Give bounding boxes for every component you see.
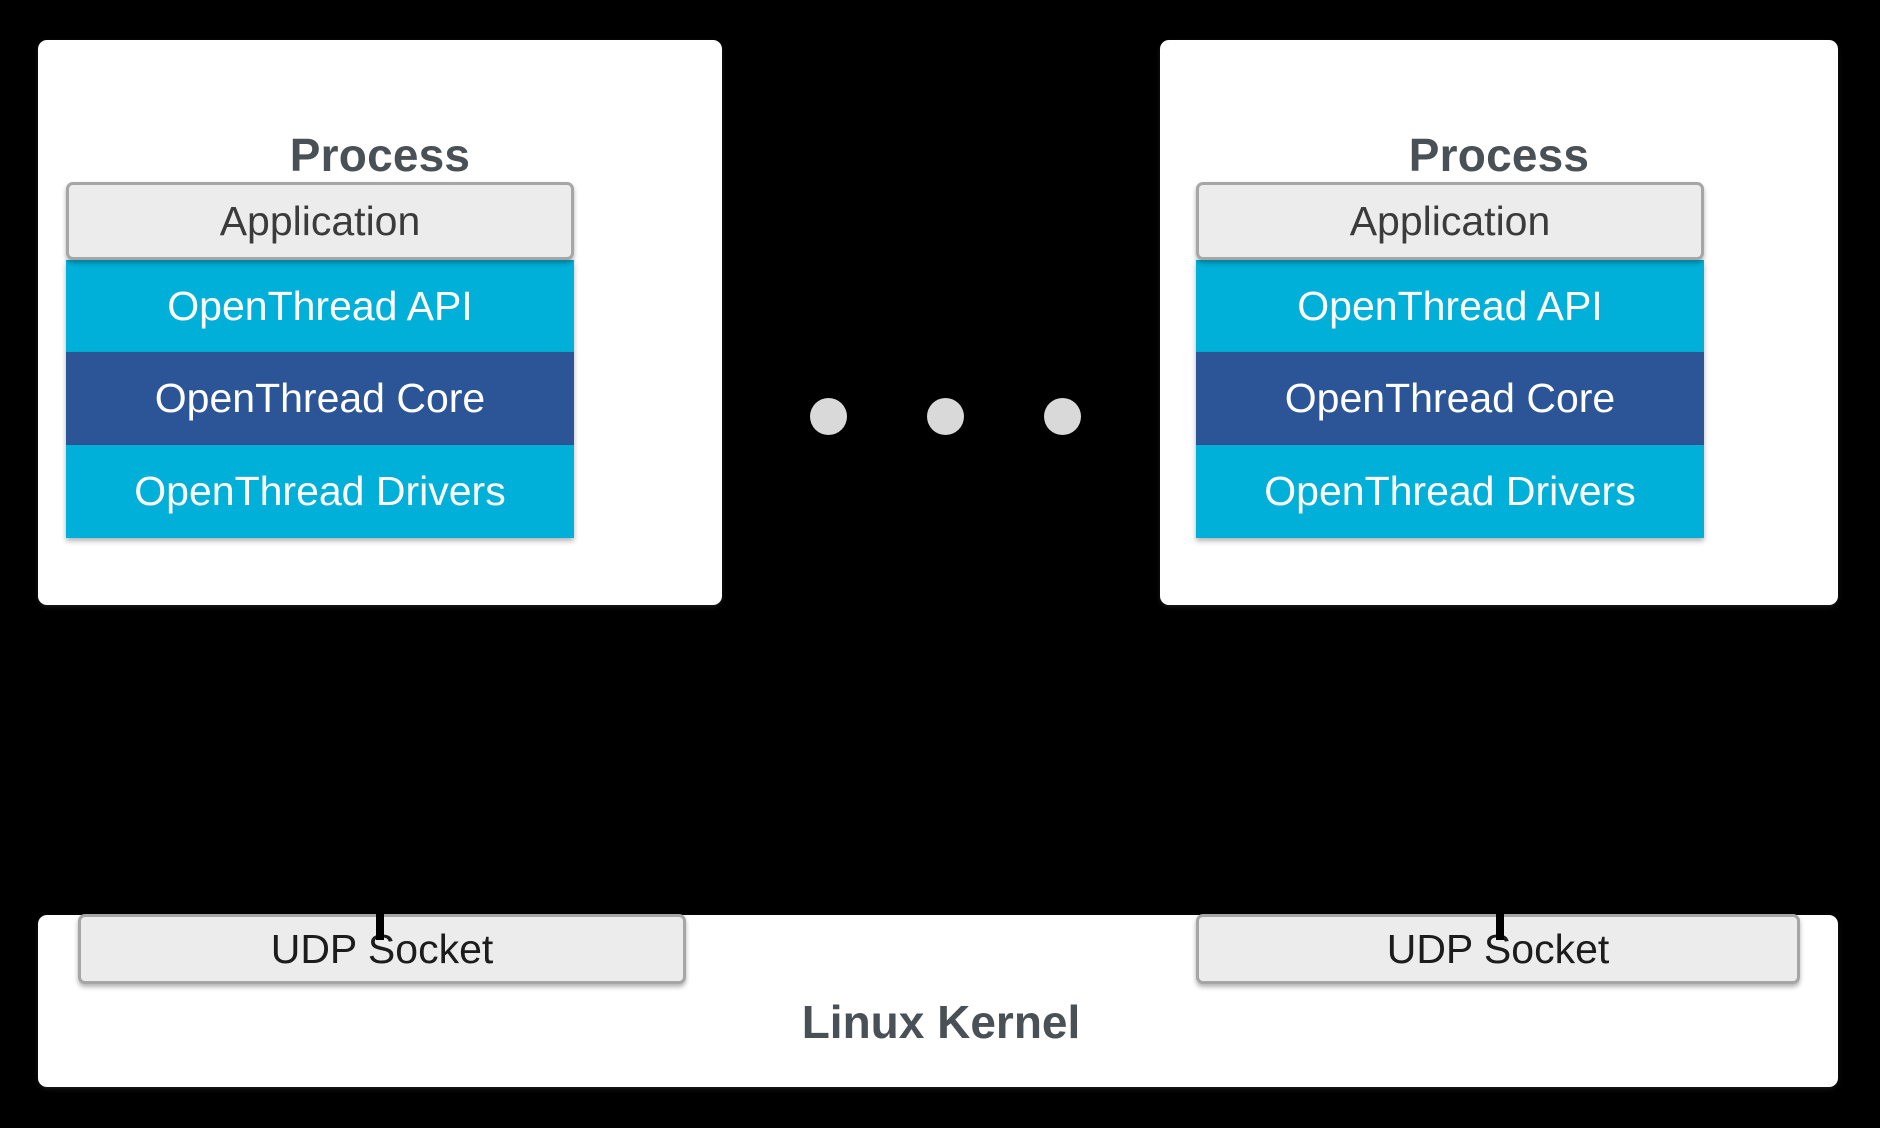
layer-openthread-api-left[interactable]: OpenThread API (66, 260, 574, 352)
layer-openthread-core-label-left: OpenThread Core (154, 375, 486, 421)
layer-openthread-core-right[interactable]: OpenThread Core (1196, 352, 1704, 445)
linux-kernel-panel: UDP Socket UDP Socket Linux Kernel (38, 914, 1838, 1087)
layer-openthread-drivers-label-left: OpenThread Drivers (134, 468, 506, 514)
socket-to-drivers-arrow-left (363, 644, 397, 940)
process-title-right: Process (1408, 129, 1590, 181)
openthread-stack-left: Application OpenThread API OpenThread Co… (66, 182, 574, 538)
layer-application-left[interactable]: Application (66, 182, 574, 260)
layer-application-label-right: Application (1349, 197, 1551, 244)
more-processes-ellipsis (810, 398, 1081, 435)
process-card-left: Process Application OpenThread API OpenT… (38, 40, 722, 605)
layer-openthread-drivers-right[interactable]: OpenThread Drivers (1196, 445, 1704, 538)
linux-kernel-title: Linux Kernel (801, 996, 1081, 1048)
openthread-stack-right: Application OpenThread API OpenThread Co… (1196, 182, 1704, 538)
ellipsis-dot-1 (810, 398, 847, 435)
layer-application-label-left: Application (219, 197, 421, 244)
layer-openthread-core-left[interactable]: OpenThread Core (66, 352, 574, 445)
layer-openthread-api-label-left: OpenThread API (167, 282, 473, 329)
layer-application-right[interactable]: Application (1196, 182, 1704, 260)
layer-openthread-drivers-left[interactable]: OpenThread Drivers (66, 445, 574, 538)
ellipsis-dot-3 (1044, 398, 1081, 435)
process-title-left: Process (289, 129, 471, 181)
socket-to-drivers-arrow-right (1483, 644, 1517, 940)
process-card-right: Process Application OpenThread API OpenT… (1160, 40, 1838, 605)
layer-openthread-api-label-right: OpenThread API (1297, 282, 1603, 329)
layer-openthread-api-right[interactable]: OpenThread API (1196, 260, 1704, 352)
ellipsis-dot-2 (927, 398, 964, 435)
layer-openthread-core-label-right: OpenThread Core (1284, 375, 1616, 421)
layer-openthread-drivers-label-right: OpenThread Drivers (1264, 468, 1636, 514)
